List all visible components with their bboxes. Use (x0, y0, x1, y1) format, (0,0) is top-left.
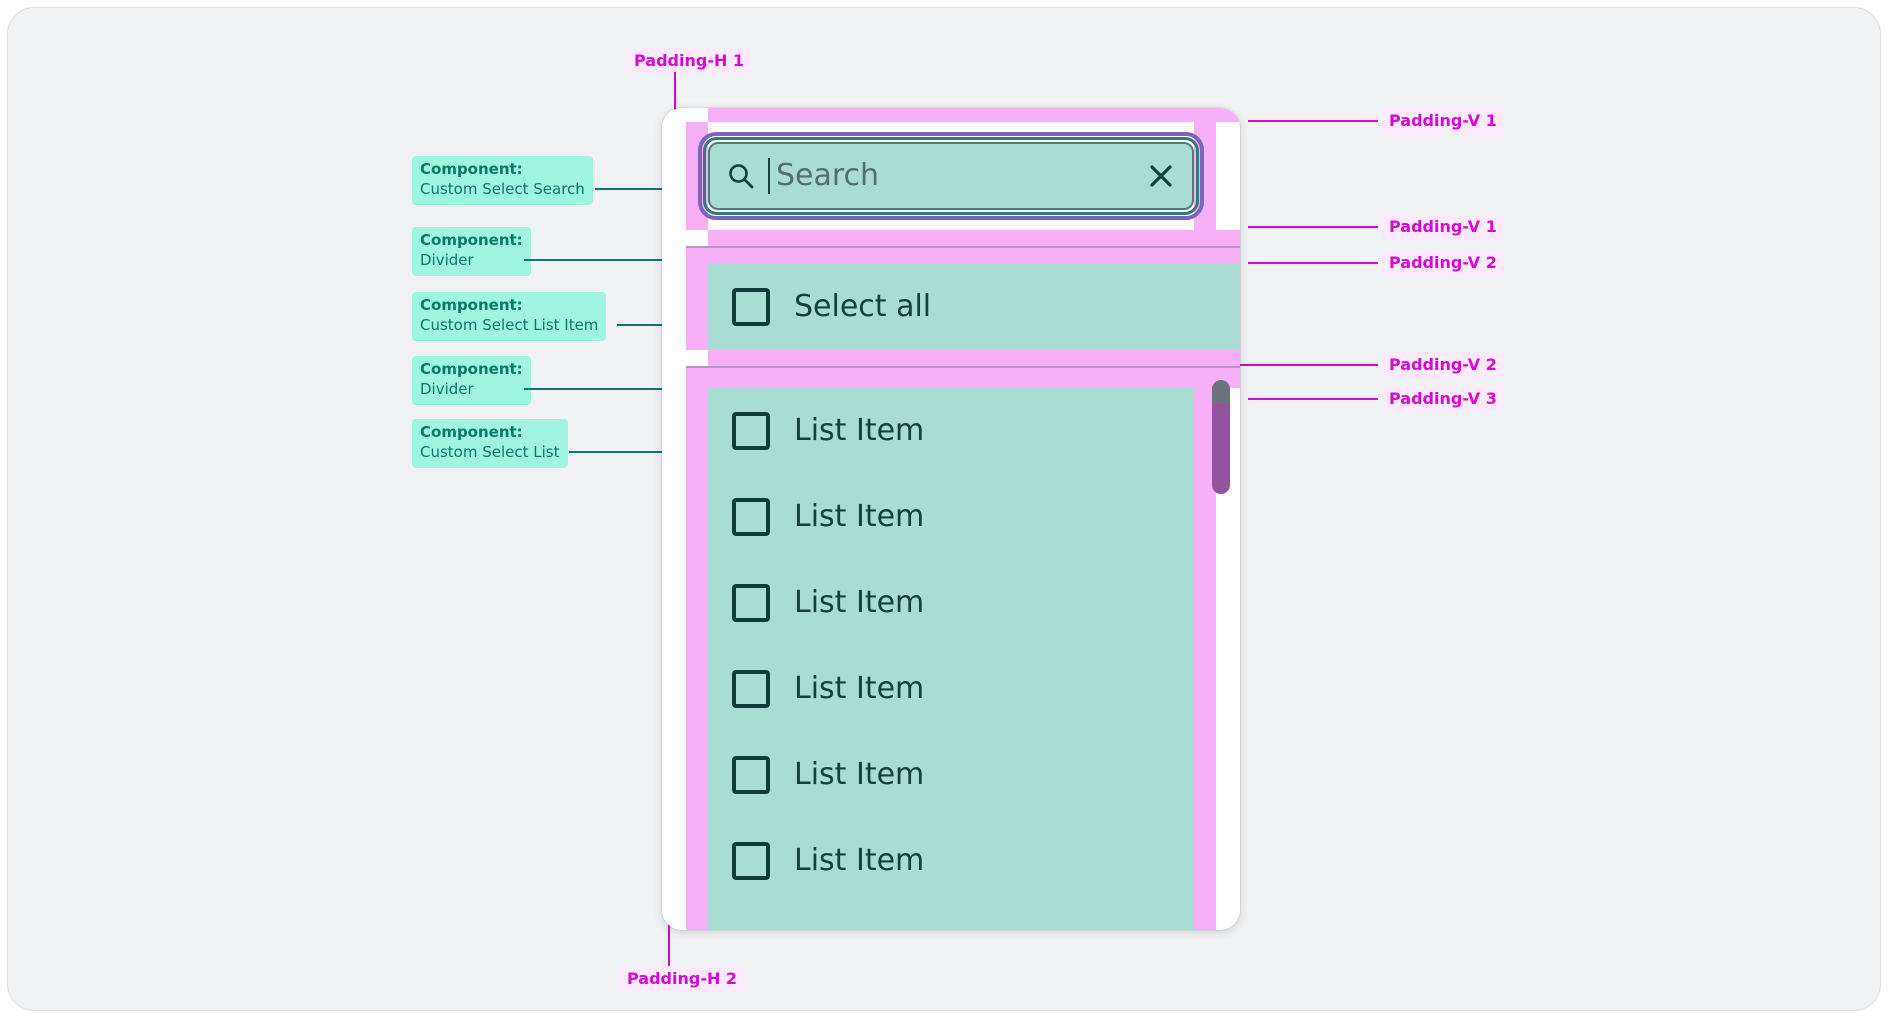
leader-custom-select-list (569, 451, 685, 453)
leader-padding-v-1-bottom (1248, 226, 1378, 228)
checkbox-select-all[interactable] (732, 288, 770, 326)
checkbox-list-item[interactable] (732, 670, 770, 708)
leader-padding-v-1-top (1248, 120, 1378, 122)
padding-col-select-all-left (686, 264, 708, 350)
list-item[interactable]: List Item (708, 388, 1194, 474)
list-item[interactable]: List Item (708, 474, 1194, 560)
annotation-name: Custom Select List (420, 442, 560, 461)
annotation-padding-v-1-bottom: Padding-V 1 (1382, 214, 1504, 240)
leader-divider-2 (524, 388, 686, 390)
annotation-name: Custom Select List Item (420, 315, 599, 334)
text-cursor (768, 158, 770, 194)
padding-col-list-left (686, 388, 708, 930)
list-item-label: List Item (794, 585, 925, 620)
annotation-component-divider-2: Component: Divider (412, 356, 531, 405)
custom-select-list-item-select-all[interactable]: Select all (708, 264, 1240, 350)
leader-padding-v-2-top (1248, 262, 1378, 264)
select-all-label: Select all (794, 289, 932, 324)
annotation-name: Divider (420, 250, 474, 269)
checkbox-list-item[interactable] (732, 756, 770, 794)
padding-band-under-select-all (708, 350, 1240, 366)
padding-col-search-left (686, 122, 708, 230)
leader-padding-h-2 (668, 922, 670, 966)
select-all-row-bg (708, 264, 1240, 350)
padding-band-top (708, 108, 1240, 122)
annotation-padding-h-2: Padding-H 2 (620, 966, 745, 992)
scrollbar-track[interactable] (1212, 380, 1230, 918)
annotation-prefix: Component: (420, 231, 523, 249)
search-input-placeholder[interactable]: Search (776, 161, 880, 191)
annotation-name: Custom Select Search (420, 179, 585, 198)
padding-band-below-search (708, 230, 1240, 246)
search-icon (726, 161, 756, 191)
divider-2 (686, 366, 1240, 368)
padding-band-under-divider-1 (686, 248, 1240, 264)
checkbox-list-item[interactable] (732, 584, 770, 622)
annotation-name: Divider (420, 379, 474, 398)
annotation-padding-v-1-top: Padding-V 1 (1382, 108, 1504, 134)
list-item-label: List Item (794, 413, 925, 448)
annotation-padding-v-2-top: Padding-V 2 (1382, 250, 1504, 276)
divider-1 (686, 246, 1240, 248)
annotation-prefix: Component: (420, 423, 523, 441)
list-item-label: List Item (794, 757, 925, 792)
list-item[interactable]: List Item (708, 560, 1194, 646)
list-item-label: List Item (794, 843, 925, 878)
leader-padding-v-2-bottom (1220, 364, 1378, 366)
leader-divider-1 (524, 259, 686, 261)
list-item[interactable]: List Item (708, 732, 1194, 818)
leader-custom-select-list-item (617, 324, 685, 326)
list-item[interactable]: List Item (708, 646, 1194, 732)
custom-select-search[interactable]: Search (708, 142, 1194, 210)
padding-col-list-right (1194, 388, 1216, 930)
annotation-prefix: Component: (420, 360, 523, 378)
list-item[interactable]: List Item (708, 818, 1194, 904)
padding-col-search-right (1194, 122, 1216, 230)
scrollbar-thumb[interactable] (1212, 404, 1230, 494)
annotation-padding-h-1: Padding-H 1 (627, 48, 752, 74)
checkbox-list-item[interactable] (732, 842, 770, 880)
custom-select-card: Search Select all (662, 108, 1240, 930)
annotation-component-divider-1: Component: Divider (412, 227, 531, 276)
annotation-prefix: Component: (420, 160, 523, 178)
close-icon[interactable] (1144, 159, 1178, 193)
annotation-prefix: Component: (420, 296, 523, 314)
design-canvas: Padding-H 1 Padding-H 2 Component: Custo… (8, 8, 1880, 1010)
annotation-component-custom-select-list: Component: Custom Select List (412, 419, 568, 468)
annotation-padding-v-3: Padding-V 3 (1382, 386, 1504, 412)
annotation-component-custom-select-list-item: Component: Custom Select List Item (412, 292, 607, 341)
leader-custom-select-search (595, 188, 685, 190)
checkbox-list-item[interactable] (732, 498, 770, 536)
padding-band-under-divider-2 (686, 368, 1240, 388)
custom-select-list-bg (708, 388, 1194, 930)
leader-padding-h-1 (674, 72, 676, 110)
leader-padding-v-3 (1248, 398, 1378, 400)
annotation-padding-v-2-bottom: Padding-V 2 (1382, 352, 1504, 378)
annotation-component-custom-select-search: Component: Custom Select Search (412, 156, 593, 205)
list-item-label: List Item (794, 671, 925, 706)
checkbox-list-item[interactable] (732, 412, 770, 450)
list-item-label: List Item (794, 499, 925, 534)
